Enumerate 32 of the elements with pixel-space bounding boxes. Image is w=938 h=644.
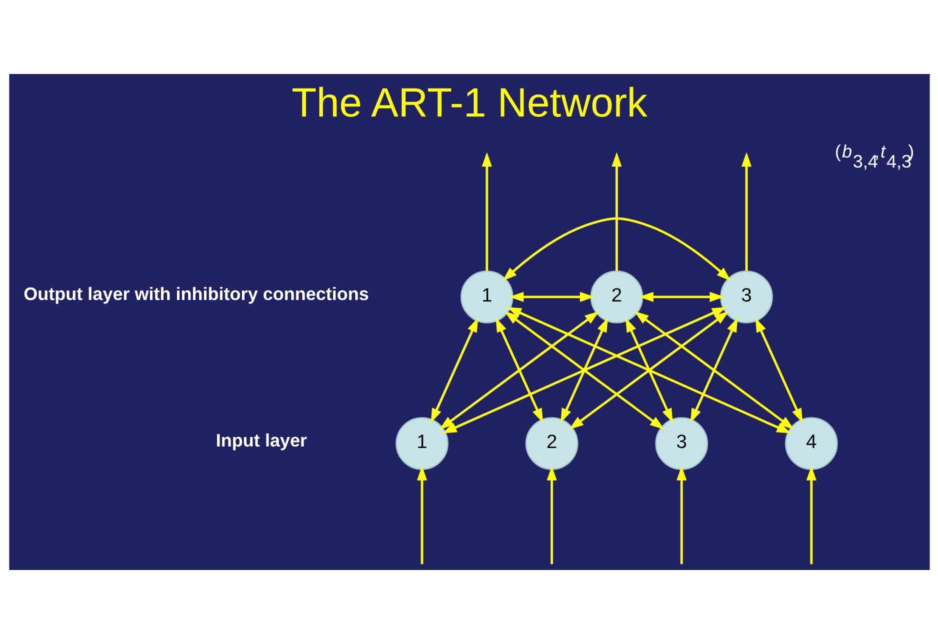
arrow [504,311,664,430]
arrow [416,466,427,564]
arrow [481,152,492,272]
arrow [806,466,816,564]
arrow [560,318,608,423]
arrow [506,307,791,434]
arrow [495,318,543,423]
arrow [740,152,752,272]
node-circle: 4 [784,417,838,470]
node-circle: 3 [720,270,772,324]
arrow [546,466,556,564]
arrow [611,152,622,272]
arrow [690,318,738,423]
arrow [634,311,794,430]
label: Input layer [215,430,307,451]
arrow [625,318,672,423]
node-circle: 1 [460,270,513,324]
arrow [502,217,730,282]
arrow [676,466,686,564]
node-circle: 2 [590,270,643,324]
arrow [438,311,599,430]
arrow [638,292,724,302]
arrow [508,292,594,302]
node-circle: 1 [395,417,448,470]
arrow [568,311,728,430]
diagram-title: The ART-1 Network [291,79,647,126]
node-circle: 2 [524,417,578,470]
arrow [430,318,478,423]
node-circle: 3 [654,417,708,470]
label: Output layer with inhibitory connections [23,284,368,304]
arrow [754,318,802,423]
arrow [442,307,726,434]
